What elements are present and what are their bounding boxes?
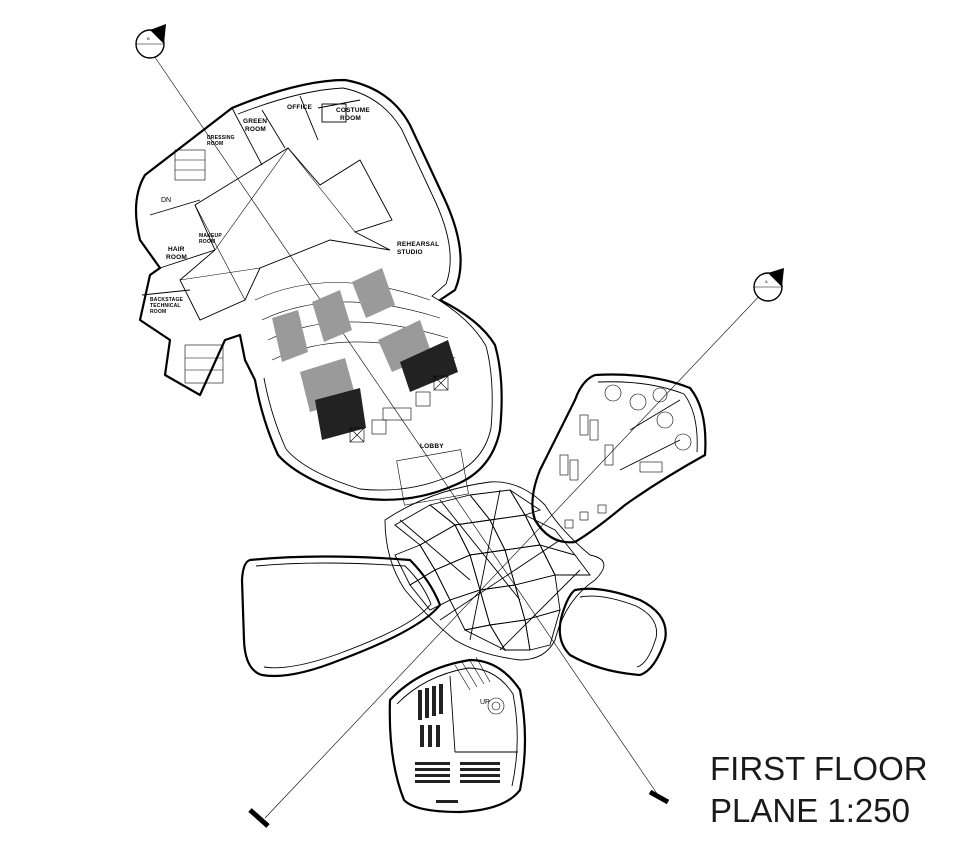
- label-dressing-room-1: DRESSING: [207, 135, 235, 141]
- label-rehearsal-studio-2: STUDIO: [397, 249, 423, 256]
- section-line-b: [264, 289, 766, 819]
- room-labels: OFFICE COSTUME ROOM GREEN ROOM DRESSING …: [150, 104, 490, 706]
- theatre-outer-wall: [134, 78, 503, 501]
- label-backstage-1: BACKSTAGE: [150, 297, 184, 303]
- label-backstage-2: TECHNICAL: [150, 303, 181, 309]
- label-hair-room-2: ROOM: [166, 254, 187, 261]
- label-rehearsal-studio-1: REHEARSAL: [397, 241, 439, 248]
- svg-text:A: A: [765, 279, 768, 284]
- label-dressing-room-2: ROOM: [207, 141, 223, 147]
- bottom-pod-seating: [415, 684, 500, 803]
- toilet-stalls: [174, 149, 224, 384]
- plan-title: FIRST FLOOR PLANE 1:250: [710, 748, 950, 832]
- section-lines: [149, 49, 766, 828]
- section-end-b: [248, 808, 270, 828]
- plan-title-line2: PLANE 1:250: [710, 792, 910, 829]
- central-plaza-mesh: [384, 481, 605, 661]
- label-hair-room-1: HAIR: [168, 246, 185, 253]
- lobby-area: [396, 449, 469, 506]
- theatre-block: [134, 78, 503, 506]
- section-end-a: [648, 789, 670, 805]
- plan-title-line1: FIRST FLOOR: [710, 750, 928, 787]
- section-marker-top: B: [135, 24, 166, 59]
- bottom-pod-stair: [454, 656, 491, 691]
- label-green-room-1: GREEN: [243, 118, 267, 125]
- label-costume-room-1: COSTUME: [336, 107, 370, 114]
- label-backstage-3: ROOM: [150, 309, 166, 315]
- label-costume-room-2: ROOM: [340, 115, 361, 122]
- section-marker-right: A: [753, 268, 784, 302]
- auditorium-seating: [272, 268, 458, 440]
- svg-text:B: B: [147, 36, 150, 41]
- bottom-pod: [388, 656, 527, 814]
- label-stair-up: UP: [480, 699, 490, 706]
- small-pod: [558, 587, 667, 677]
- label-office: OFFICE: [287, 104, 312, 111]
- lift-cores: [349, 375, 449, 443]
- right-pod: [531, 373, 707, 544]
- label-lobby: LOBBY: [420, 443, 444, 450]
- label-makeup-room-1: MAKEUP: [199, 233, 222, 239]
- left-pod: [240, 555, 442, 678]
- label-makeup-room-2: ROOM: [199, 239, 215, 245]
- label-stair-down: DN: [161, 197, 171, 204]
- label-green-room-2: ROOM: [245, 126, 266, 133]
- section-line-a: [149, 49, 661, 799]
